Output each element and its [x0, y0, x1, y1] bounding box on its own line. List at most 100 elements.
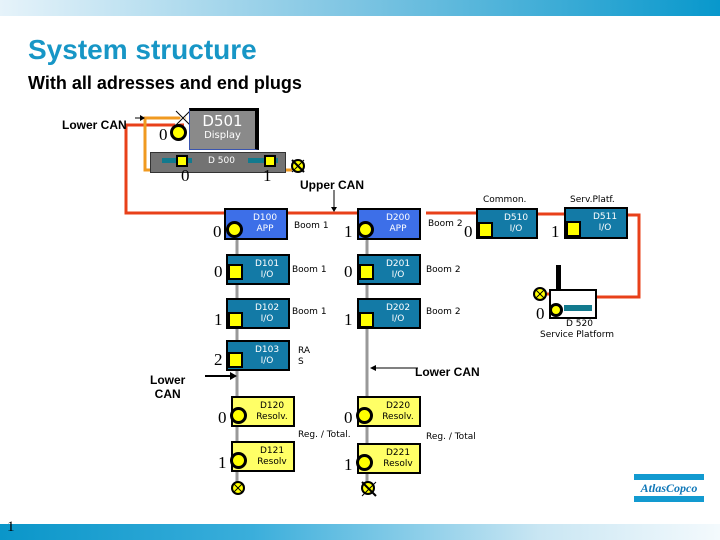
d510-address: 0	[464, 222, 473, 241]
d201-note: Boom 2	[426, 265, 461, 275]
lower-can-label-right: Lower CAN	[415, 365, 480, 379]
d202-note: Boom 2	[426, 307, 461, 317]
d520-address: 0	[536, 304, 545, 323]
module-name: D101	[254, 259, 280, 269]
connector-icon	[264, 155, 276, 167]
module-name: D102	[254, 303, 280, 313]
d103-note: RA S	[298, 346, 311, 367]
connector-icon	[566, 221, 581, 237]
upper-can-wire	[124, 123, 230, 215]
atlas-copco-logo: AtlasCopco	[634, 474, 704, 502]
end-plug-icon	[231, 481, 245, 495]
d121-address: 1	[218, 453, 227, 472]
d221-address: 1	[344, 455, 353, 474]
bottom-banner	[0, 524, 720, 540]
upper-can-label: Upper CAN	[300, 178, 365, 192]
lower-can-label-left: Lower CAN	[150, 373, 186, 401]
module-type: Resolv.	[382, 412, 414, 422]
module-name: D202	[385, 303, 411, 313]
module-type: Resolv	[257, 457, 287, 467]
module-name: D221	[385, 448, 411, 458]
connector-icon	[356, 454, 373, 471]
module-name: D201	[385, 259, 411, 269]
d120-address: 0	[218, 408, 227, 427]
module-name: D103	[254, 345, 280, 355]
module-name: D511	[592, 212, 618, 222]
d520-antenna	[556, 265, 561, 291]
d500-port	[248, 158, 278, 163]
d200-address: 1	[344, 222, 353, 241]
module-type: I/O	[509, 224, 523, 234]
lower-can-arrow-left	[230, 372, 237, 380]
lower-can-arrow-top	[140, 115, 145, 121]
d101-note: Boom 1	[292, 265, 327, 275]
upper-can-arrow	[331, 207, 337, 212]
module-name: D121	[259, 446, 285, 456]
module-name: D220	[385, 401, 411, 411]
serv-platf-label: Serv.Platf.	[570, 195, 615, 205]
lower-can-label-top: Lower CAN	[62, 118, 127, 132]
d520-type: Service Platform	[540, 330, 615, 340]
d202-address: 1	[344, 310, 353, 329]
module-type: Resolv.	[256, 412, 288, 422]
d101-address: 0	[214, 262, 223, 281]
module-type: I/O	[391, 314, 405, 324]
connector-icon	[230, 452, 247, 469]
d520-name: D 520	[566, 319, 593, 329]
top-banner	[0, 0, 720, 16]
end-plug-icon	[174, 109, 192, 127]
logo-text: AtlasCopco	[640, 481, 698, 495]
module-type: I/O	[260, 314, 274, 324]
d102-address: 1	[214, 310, 223, 329]
connector-icon	[230, 407, 247, 424]
d100-note: Boom 1	[294, 221, 329, 231]
page-number: 1	[7, 519, 15, 535]
connector-icon	[228, 352, 243, 368]
module-name: D100	[252, 213, 278, 223]
common-label: Common.	[483, 195, 527, 205]
d201-address: 0	[344, 262, 353, 281]
d500-label: D 500	[208, 156, 235, 166]
connector-icon	[549, 303, 563, 317]
connector-icon	[176, 155, 188, 167]
d511-address: 1	[551, 222, 560, 241]
module-type: APP	[389, 224, 407, 234]
connector-icon	[478, 222, 493, 238]
d220-note: Reg. / Total	[426, 432, 476, 442]
module-type: I/O	[391, 270, 405, 280]
page-subtitle: With all adresses and end plugs	[28, 73, 302, 93]
module-name: D200	[385, 213, 411, 223]
d501-sub: Display	[204, 130, 241, 141]
connector-icon	[357, 221, 374, 238]
d500-address-0: 0	[181, 166, 190, 185]
end-plug-icon	[533, 287, 547, 301]
module-type: I/O	[260, 356, 274, 366]
d200-note: Boom 2	[428, 219, 463, 229]
d220-address: 0	[344, 408, 353, 427]
end-plug-icon	[291, 159, 305, 173]
module-type: I/O	[598, 223, 612, 233]
module-name: D510	[503, 213, 529, 223]
connector-icon	[226, 221, 243, 238]
end-plug-icon	[361, 481, 377, 497]
d102-note: Boom 1	[292, 307, 327, 317]
module-type: I/O	[260, 270, 274, 280]
connector-icon	[170, 124, 187, 141]
connector-icon	[356, 407, 373, 424]
module-type: Resolv	[383, 459, 413, 469]
d120-note: Reg. / Total.	[298, 430, 351, 440]
module-name: D120	[259, 401, 285, 411]
d501-address: 0	[159, 125, 168, 144]
d501-display: D501 Display	[189, 108, 259, 150]
connector-icon	[359, 264, 374, 280]
module-type: APP	[256, 224, 274, 234]
d500-address-1: 1	[263, 166, 272, 185]
d100-address: 0	[213, 222, 222, 241]
lower-can-arrow-right	[370, 365, 376, 371]
d103-address: 2	[214, 350, 223, 369]
connector-icon	[228, 312, 243, 328]
connector-icon	[228, 264, 243, 280]
connector-icon	[359, 312, 374, 328]
page-title: System structure	[28, 34, 257, 65]
d501-name: D501	[202, 112, 243, 130]
